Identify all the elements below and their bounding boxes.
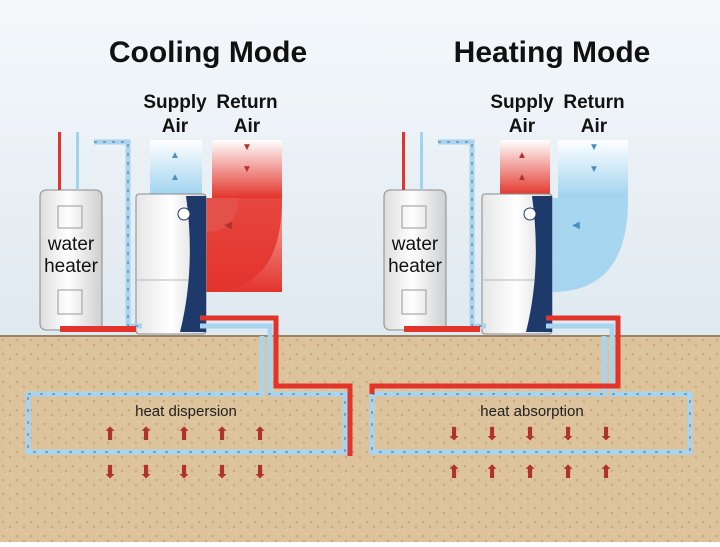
cooling-hot-water-pipe	[58, 132, 61, 190]
down-arrow-icon: ⬇	[560, 424, 575, 444]
heating-return-air-top	[558, 140, 628, 198]
cooling-supply-air-duct	[150, 140, 202, 196]
cooling-unit-panel	[180, 196, 206, 332]
down-arrow-icon: ⬇	[446, 424, 461, 444]
up-arrow-icon: ▲	[517, 172, 527, 183]
cooling-supply-label-line2: Air	[162, 116, 189, 137]
down-arrow-icon: ⬇	[102, 462, 117, 482]
up-arrow-icon: ⬆	[214, 424, 229, 444]
down-arrow-icon: ⬇	[598, 424, 613, 444]
cooling-heater-label-line1: water	[47, 234, 95, 255]
heating-hot-water-pipe	[402, 132, 405, 190]
down-arrow-icon: ⬇	[214, 462, 229, 482]
cooling-heater-label-line2: heater	[44, 256, 99, 277]
heating-return-label-line1: Return	[563, 92, 624, 113]
up-arrow-icon: ⬆	[138, 424, 153, 444]
heating-supply-air-duct	[500, 140, 550, 196]
heating-return-label-line2: Air	[581, 116, 608, 137]
cooling-return-label-line1: Return	[216, 92, 277, 113]
down-arrow-icon: ⬇	[176, 462, 191, 482]
heating-heater-panel-top	[401, 205, 427, 229]
heating-mode-panel: Heating Mode Supply Air ▲ ▲ Return Air ▼…	[369, 36, 693, 482]
heating-supply-label-line1: Supply	[490, 92, 554, 113]
up-arrow-icon: ⬆	[560, 462, 575, 482]
up-arrow-icon: ⬆	[102, 424, 117, 444]
down-arrow-icon: ⬇	[138, 462, 153, 482]
down-arrow-icon: ◀	[224, 220, 232, 231]
cooling-ground-loop-red	[200, 315, 353, 456]
cooling-unit-logo	[177, 207, 191, 221]
heating-ground-loop-red	[369, 315, 621, 394]
up-arrow-icon: ⬆	[446, 462, 461, 482]
up-arrow-icon: ⬆	[484, 462, 499, 482]
cooling-heater-panel-top	[57, 205, 83, 229]
cooling-mode-title: Cooling Mode	[109, 36, 307, 69]
up-arrow-icon: ⬆	[522, 462, 537, 482]
heating-heater-return-pipe	[404, 326, 480, 332]
heating-heat-arrows: ⬇ ⬇ ⬇ ⬇ ⬇ ⬆ ⬆ ⬆ ⬆ ⬆	[446, 424, 613, 482]
cooling-heat-arrows: ⬆ ⬆ ⬆ ⬆ ⬆ ⬇ ⬇ ⬇ ⬇ ⬇	[102, 424, 267, 482]
cooling-ground-loop-flow	[27, 393, 346, 453]
up-arrow-icon: ⬆	[252, 424, 267, 444]
heating-heater-label-line2: heater	[388, 256, 443, 277]
cooling-supply-label-line1: Supply	[143, 92, 207, 113]
cooling-cold-water-pipe	[76, 132, 79, 190]
down-arrow-icon: ▼	[242, 164, 252, 175]
heating-heater-label-line1: water	[391, 234, 439, 255]
heating-mode-title: Heating Mode	[454, 36, 651, 69]
down-arrow-icon: ⬇	[522, 424, 537, 444]
up-arrow-icon: ⬆	[598, 462, 613, 482]
cooling-return-air-top	[212, 140, 282, 198]
up-arrow-icon: ▲	[170, 172, 180, 183]
heating-loop-label: heat absorption	[480, 403, 583, 420]
down-arrow-icon: ⬇	[484, 424, 499, 444]
heating-cold-water-pipe	[420, 132, 423, 190]
cooling-loop-label: heat dispersion	[135, 403, 237, 420]
down-arrow-icon: ▼	[589, 164, 599, 175]
down-arrow-icon: ▼	[589, 142, 599, 153]
ground	[0, 336, 720, 542]
cooling-mode-panel: Cooling Mode Supply Air ▲ ▲ Return Air ▼…	[25, 36, 353, 482]
cooling-heater-return-pipe	[60, 326, 136, 332]
down-arrow-icon: ⬇	[252, 462, 267, 482]
up-arrow-icon: ▲	[170, 150, 180, 161]
heating-heater-panel-bottom	[401, 289, 427, 315]
heating-unit-panel	[526, 196, 552, 332]
cooling-heater-panel-bottom	[57, 289, 83, 315]
down-arrow-icon: ▼	[242, 142, 252, 153]
heating-ground-loop-blue	[369, 323, 693, 455]
up-arrow-icon: ▲	[517, 150, 527, 161]
down-arrow-icon: ◀	[572, 220, 580, 231]
heating-unit-logo	[523, 207, 537, 221]
up-arrow-icon: ⬆	[176, 424, 191, 444]
heating-supply-label-line2: Air	[509, 116, 536, 137]
cooling-return-label-line2: Air	[234, 116, 261, 137]
